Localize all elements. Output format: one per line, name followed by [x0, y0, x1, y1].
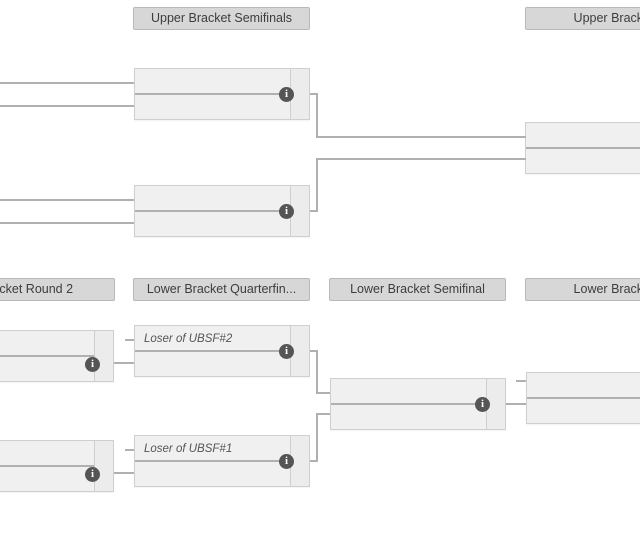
team-name: Loser of UBSF#2: [144, 332, 233, 345]
info-icon[interactable]: i: [279, 344, 294, 359]
match-slot-top[interactable]: [527, 373, 640, 398]
connector-ubr1-to-ubsf2-top: [0, 199, 134, 201]
connector-ubsf2-out: [310, 210, 318, 212]
round-header-lower-bracket-semifinal[interactable]: Lower Bracket Semifinal: [329, 278, 506, 301]
connector-ubr1-to-ubsf1-bottom: [0, 105, 134, 107]
match-slot-top[interactable]: [526, 123, 640, 148]
connector-to-lbsf-top: [316, 392, 330, 394]
connector-to-ubfinal-bottom: [316, 158, 526, 160]
connector-lbfinal-top-stub: [516, 380, 526, 382]
match-lower-bracket-final[interactable]: [526, 372, 640, 424]
match-divider: [0, 465, 113, 467]
info-icon[interactable]: i: [279, 454, 294, 469]
match-divider: [135, 350, 309, 352]
match-divider: [135, 210, 309, 212]
connector-ubsf2-rise: [316, 159, 318, 212]
info-icon[interactable]: i: [279, 87, 294, 102]
match-lower-bracket-round2-2[interactable]: [0, 440, 114, 492]
connector-ubsf1-out: [310, 93, 318, 95]
match-divider: [135, 460, 309, 462]
connector-lbr2-2-to-lbqf2: [114, 472, 134, 474]
info-icon[interactable]: i: [85, 357, 100, 372]
connector-lbqf1-drop: [316, 350, 318, 394]
match-slot-bottom[interactable]: [526, 148, 640, 173]
connector-lbr2-1-to-lbqf1: [114, 362, 134, 364]
round-header-lower-bracket-final[interactable]: Lower Bracket: [525, 278, 640, 301]
match-slot-bottom[interactable]: [527, 398, 640, 423]
connector-lbsf-to-lbfinal-bottom: [506, 403, 526, 405]
match-divider: [527, 397, 640, 399]
connector-lbqf1-top-stub: [125, 339, 134, 341]
connector-lbqf1-out: [310, 350, 318, 352]
round-header-lower-bracket-round-2[interactable]: Bracket Round 2: [0, 278, 115, 301]
round-header-upper-bracket-final[interactable]: Upper Bracket: [525, 7, 640, 30]
round-header-lower-bracket-quarterfinals[interactable]: Lower Bracket Quarterfin...: [133, 278, 310, 301]
connector-ubsf1-drop: [316, 93, 318, 138]
match-upper-bracket-final[interactable]: [525, 122, 640, 174]
round-header-upper-bracket-semifinals[interactable]: Upper Bracket Semifinals: [133, 7, 310, 30]
match-divider: [331, 403, 505, 405]
match-divider: [135, 93, 309, 95]
connector-to-lbsf-bottom: [316, 413, 330, 415]
match-divider: [526, 147, 640, 149]
connector-lbqf2-top-stub: [125, 449, 134, 451]
info-icon[interactable]: i: [475, 397, 490, 412]
team-name: Loser of UBSF#1: [144, 442, 233, 455]
score-column: [94, 331, 113, 381]
connector-lbqf2-out: [310, 460, 318, 462]
info-icon[interactable]: i: [85, 467, 100, 482]
match-divider: [0, 355, 113, 357]
connector-lbqf2-rise: [316, 414, 318, 462]
connector-to-ubfinal-top: [316, 136, 526, 138]
connector-ubr1-to-ubsf1-top: [0, 82, 134, 84]
score-column: [94, 441, 113, 491]
match-lower-bracket-round2-1[interactable]: [0, 330, 114, 382]
info-icon[interactable]: i: [279, 204, 294, 219]
connector-ubr1-to-ubsf2-bottom: [0, 222, 134, 224]
